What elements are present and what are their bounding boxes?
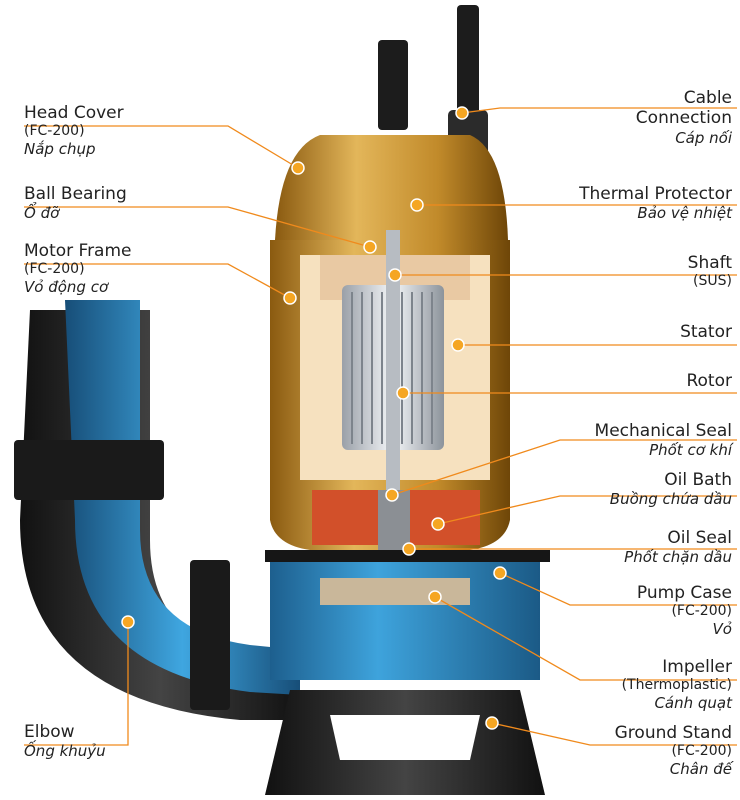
label-rotor: Rotor: [686, 371, 732, 391]
dot-pump-case: [493, 566, 507, 580]
dot-cable: [455, 106, 469, 120]
label-spec: (SUS): [693, 273, 732, 290]
label-title: Rotor: [686, 371, 732, 391]
label-vn: Nắp chụp: [24, 140, 96, 159]
dot-impeller: [428, 590, 442, 604]
dot-shaft: [388, 268, 402, 282]
dot-motor-frame: [283, 291, 297, 305]
label-vn: Phốt cơ khí: [649, 441, 732, 460]
label-title: Shaft: [687, 253, 732, 273]
dot-stator: [451, 338, 465, 352]
label-title: Head Cover: [24, 103, 124, 123]
label-oil-bath: Oil Bath Buồng chứa dầu: [610, 470, 732, 508]
label-spec: (FC-200): [671, 603, 732, 620]
label-vn: Ổ đỡ: [24, 204, 60, 223]
label-title: Motor Frame: [24, 241, 132, 261]
dot-mech-seal: [385, 488, 399, 502]
label-title: Oil Seal: [667, 528, 732, 548]
label-thermal-protector: Thermal Protector Bảo vệ nhiệt: [579, 184, 732, 222]
label-title: Elbow: [24, 722, 75, 742]
dot-rotor: [396, 386, 410, 400]
dot-thermal: [410, 198, 424, 212]
label-vn: Cánh quạt: [654, 694, 732, 713]
label-stator: Stator: [680, 322, 732, 342]
label-vn: Phốt chặn dầu: [624, 548, 732, 567]
label-spec: (Thermoplastic): [621, 677, 732, 694]
label-cable-connection: Cable Connection Cáp nối: [636, 88, 732, 147]
label-motor-frame: Motor Frame (FC-200) Vỏ động cơ: [24, 241, 132, 296]
dot-ball-bearing: [363, 240, 377, 254]
label-ball-bearing: Ball Bearing Ổ đỡ: [24, 184, 127, 222]
label-elbow: Elbow Ống khuỷu: [24, 722, 106, 760]
label-title-2: Connection: [635, 108, 732, 129]
label-vn: Vỏ: [712, 620, 732, 639]
label-title: Cable: [683, 88, 732, 108]
label-title: Impeller: [662, 657, 732, 677]
dot-oil-bath: [431, 517, 445, 531]
label-title: Pump Case: [636, 583, 732, 603]
label-vn: Vỏ động cơ: [24, 278, 109, 297]
label-shaft: Shaft (SUS): [688, 253, 732, 290]
label-vn: Buồng chứa dầu: [609, 490, 732, 509]
dot-ground-stand: [485, 716, 499, 730]
label-head-cover: Head Cover (FC-200) Nắp chụp: [24, 103, 124, 158]
label-vn: Ống khuỷu: [24, 742, 106, 761]
label-title: Stator: [680, 322, 732, 342]
label-title: Ground Stand: [614, 723, 732, 743]
dot-head-cover: [291, 161, 305, 175]
label-title: Oil Bath: [664, 470, 732, 490]
head-cover-part: [275, 135, 508, 240]
label-title: Mechanical Seal: [594, 421, 732, 441]
label-vn: Bảo vệ nhiệt: [637, 204, 732, 223]
label-mechanical-seal: Mechanical Seal Phốt cơ khí: [595, 421, 732, 459]
label-vn: Cáp nối: [675, 128, 732, 147]
label-title: Ball Bearing: [24, 184, 127, 204]
label-vn: Chân đế: [669, 760, 732, 779]
label-spec: (FC-200): [24, 261, 85, 278]
dot-elbow: [121, 615, 135, 629]
label-ground-stand: Ground Stand (FC-200) Chân đế: [615, 723, 732, 778]
label-title: Thermal Protector: [579, 184, 732, 204]
dot-oil-seal: [402, 542, 416, 556]
label-spec: (FC-200): [24, 123, 85, 140]
impeller-part: [320, 578, 470, 605]
label-spec: (FC-200): [671, 743, 732, 760]
elbow-part: [14, 300, 300, 720]
label-oil-seal: Oil Seal Phốt chặn dầu: [624, 528, 732, 566]
label-pump-case: Pump Case (FC-200) Vỏ: [637, 583, 732, 638]
label-impeller: Impeller (Thermoplastic) Cánh quạt: [622, 657, 732, 712]
